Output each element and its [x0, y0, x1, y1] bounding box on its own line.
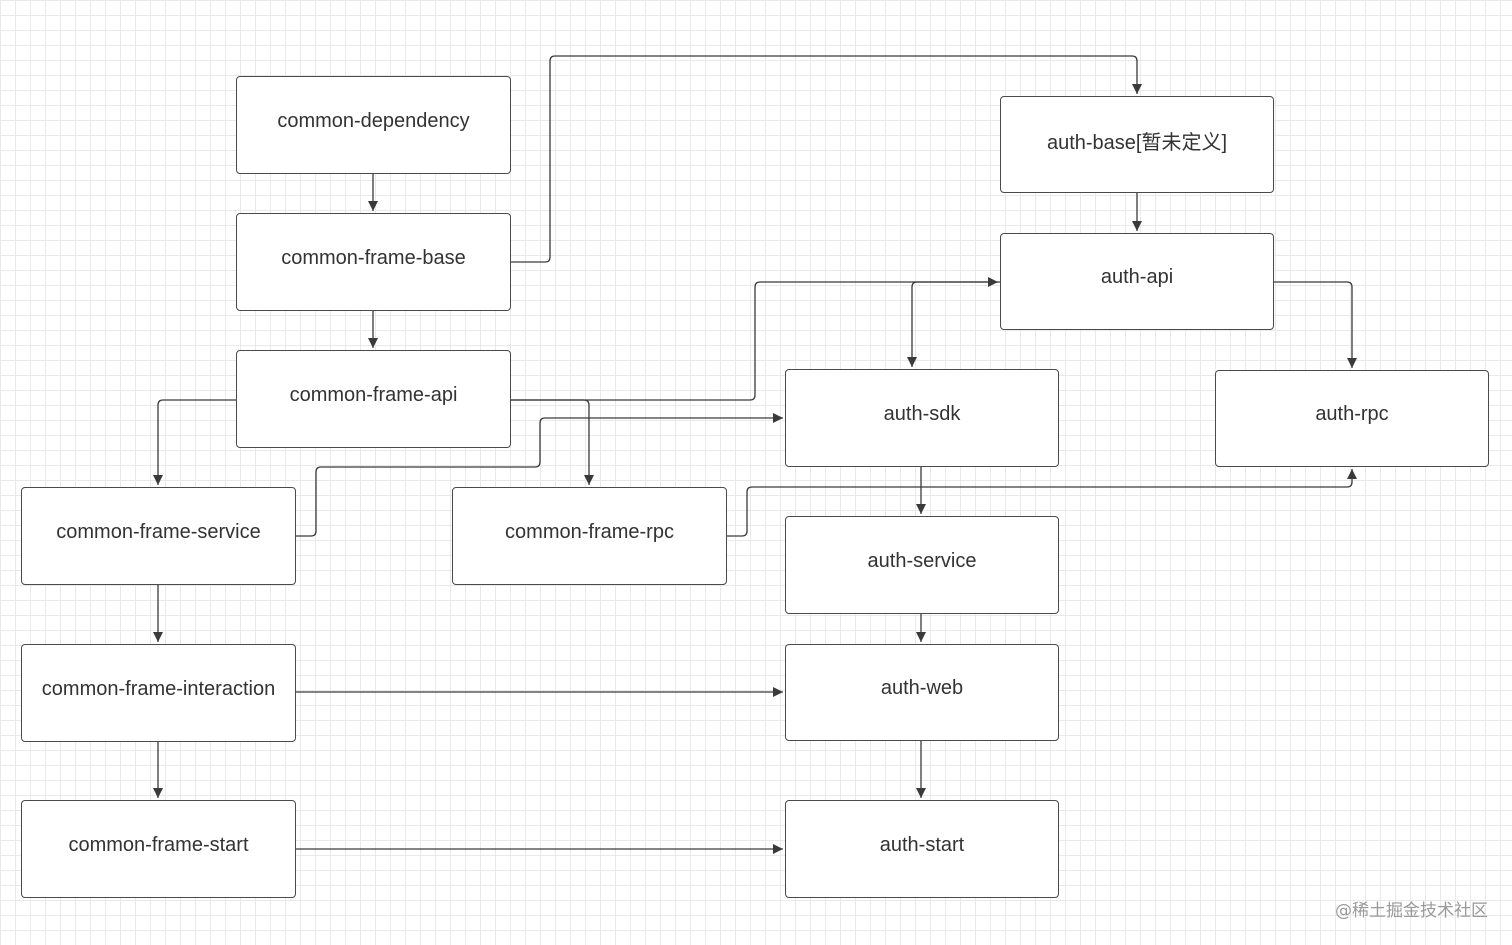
edge-auth-api-to-rpc — [1274, 281, 1357, 368]
node-auth-rpc[interactable]: auth-rpc — [1215, 370, 1489, 467]
node-common-frame-service[interactable]: common-frame-service — [21, 487, 296, 585]
node-auth-web[interactable]: auth-web — [785, 644, 1059, 741]
edge-base-to-auth-base — [511, 55, 1142, 263]
edge-service-to-auth-sdk — [295, 413, 783, 537]
node-label: auth-service — [867, 549, 977, 572]
node-label: common-frame-rpc — [505, 520, 674, 543]
node-label: common-frame-service — [56, 520, 261, 543]
node-common-frame-base[interactable]: common-frame-base — [236, 213, 511, 311]
node-label: auth-web — [880, 677, 964, 699]
watermark: @稀土掘金技术社区 — [1335, 901, 1488, 921]
edge-api-to-rpc — [511, 399, 594, 485]
node-label: common-frame-api — [289, 383, 458, 406]
node-label: common-frame-interaction — [41, 677, 276, 700]
node-auth-sdk[interactable]: auth-sdk — [785, 369, 1059, 467]
node-common-dependency[interactable]: common-dependency — [236, 76, 511, 174]
node-common-frame-interaction[interactable]: common-frame-interaction — [21, 644, 296, 742]
node-common-frame-rpc[interactable]: common-frame-rpc — [452, 487, 727, 585]
node-auth-api[interactable]: auth-api — [1000, 233, 1274, 330]
node-label: common-frame-start — [68, 833, 249, 856]
node-label: auth-start — [879, 833, 965, 856]
node-label: auth-rpc — [1315, 403, 1389, 425]
node-common-frame-api[interactable]: common-frame-api — [236, 350, 511, 448]
edge-rpc-to-auth-rpc — [726, 469, 1357, 537]
node-auth-service[interactable]: auth-service — [785, 516, 1059, 614]
edge-api-to-service — [153, 399, 237, 485]
node-label: auth-base[暂未定义] — [1046, 132, 1228, 154]
node-label: common-dependency — [277, 109, 470, 132]
edge-auth-api-to-sdk — [907, 281, 1000, 367]
node-common-frame-start[interactable]: common-frame-start — [21, 800, 296, 898]
node-label: auth-api — [1100, 266, 1174, 288]
node-auth-start[interactable]: auth-start — [785, 800, 1059, 898]
node-label: auth-sdk — [883, 402, 961, 425]
node-label: common-frame-base — [281, 246, 466, 269]
node-auth-base[interactable]: auth-base[暂未定义] — [1000, 96, 1274, 193]
edge-api-to-auth-api — [511, 277, 998, 401]
